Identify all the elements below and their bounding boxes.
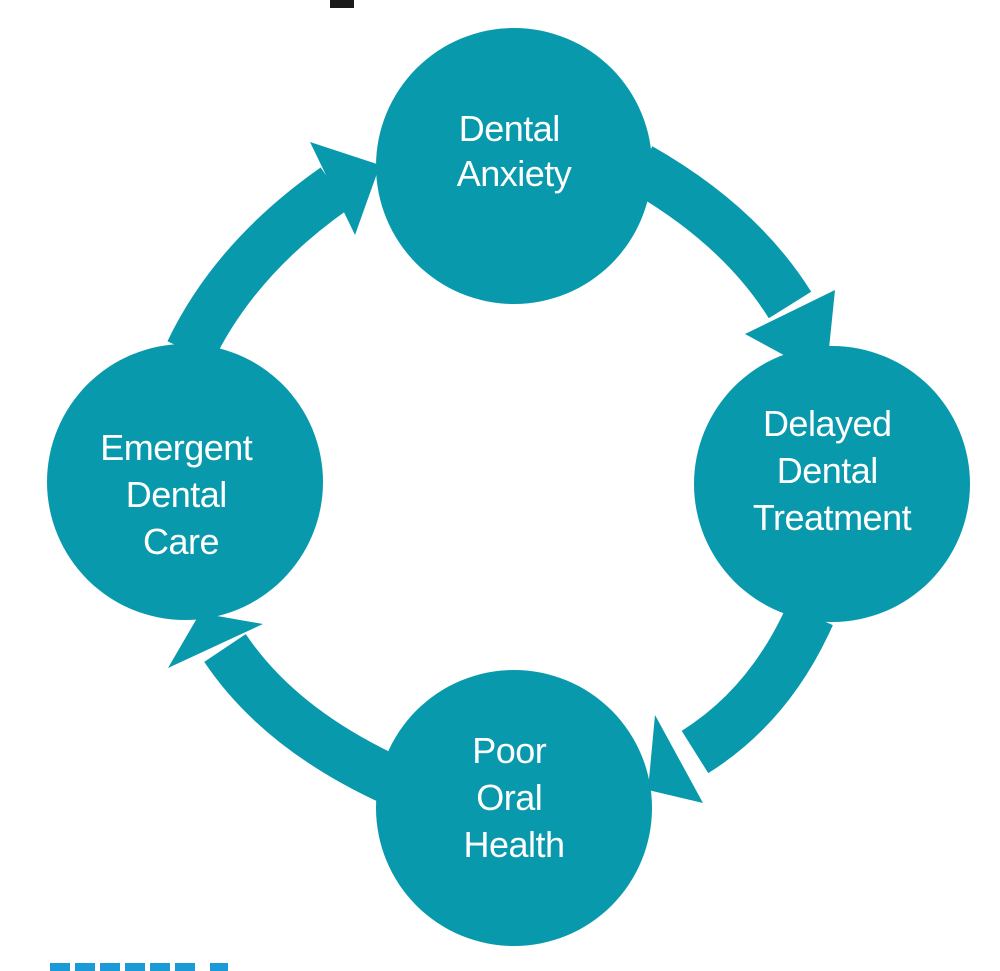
svg-text:Emergent Dental Ca: Emergent Dental Care	[100, 427, 262, 562]
arrow-emergent-to-anxiety	[167, 142, 380, 364]
node-label-line: Poor	[472, 730, 547, 771]
node-label-line: Anxiety	[457, 153, 572, 194]
node-dental-anxiety: Dental Anxiety	[376, 28, 652, 304]
node-emergent-dental-care: Emergent Dental Care	[47, 344, 323, 620]
node-label-line: Delayed	[763, 403, 892, 444]
svg-text:Poor Oral Health: Poor Oral Health	[463, 730, 564, 865]
cropped-caption-fragment	[50, 963, 228, 971]
arrow-anxiety-to-delay	[627, 146, 835, 378]
node-label-line: Care	[143, 521, 219, 562]
node-label-line: Dental	[126, 474, 227, 515]
node-delayed-dental-treatment: Delayed Dental Treatment	[694, 346, 970, 622]
cropped-text-fragment	[330, 0, 354, 8]
node-label-line: Treatment	[753, 497, 912, 538]
node-label-line: Dental	[777, 450, 878, 491]
node-label-line: Oral	[476, 777, 542, 818]
node-label-line: Dental	[459, 108, 560, 149]
node-poor-oral-health: Poor Oral Health	[376, 670, 652, 946]
node-label-line: Emergent	[100, 427, 253, 468]
arrow-oral-health-to-emergent	[168, 613, 406, 805]
svg-text:Delayed Dental Tre: Delayed Dental Treatment	[753, 403, 912, 538]
node-label-line: Health	[463, 824, 564, 865]
svg-text:Dental Anxiety: Dental Anxiety	[457, 108, 572, 194]
arrow-delay-to-oral-health	[648, 604, 833, 803]
